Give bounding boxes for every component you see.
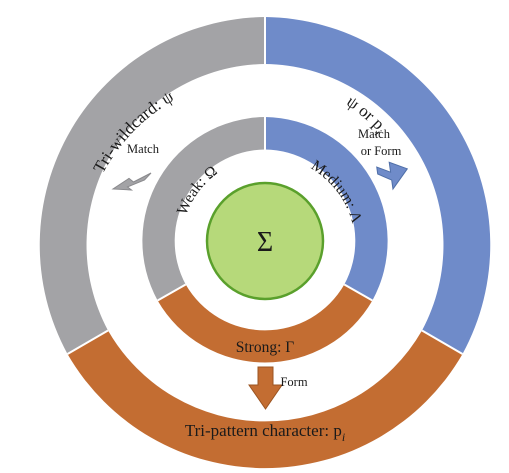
center-circle: [205, 181, 325, 301]
outer-ring-pattern-segment: [67, 330, 463, 469]
form-arrow-icon: [248, 366, 283, 410]
outer-ring-psi-segment: [265, 17, 491, 354]
outer-ring: [39, 17, 491, 469]
outer-label-pattern: Tri-pattern character: pi: [185, 421, 345, 444]
inner-label-strong: Strong: Γ: [236, 339, 295, 356]
match-or-form-label-line2: or Form: [361, 144, 402, 158]
inner-ring-weak-segment: [142, 117, 265, 301]
form-arrow-label: Form: [280, 375, 307, 389]
match-arrow-label: Match: [127, 142, 160, 156]
outer-ring-wildcard-segment: [39, 17, 266, 354]
match-or-form-label-line1: Match: [358, 127, 391, 141]
match-arrow-icon: [111, 172, 152, 191]
center-symbol: Σ: [257, 227, 273, 258]
inner-ring-medium-segment: [265, 117, 388, 301]
match-or-form-arrow-icon: [376, 161, 409, 191]
inner-ring: [142, 117, 388, 363]
inner-ring-strong-segment: [157, 284, 373, 363]
